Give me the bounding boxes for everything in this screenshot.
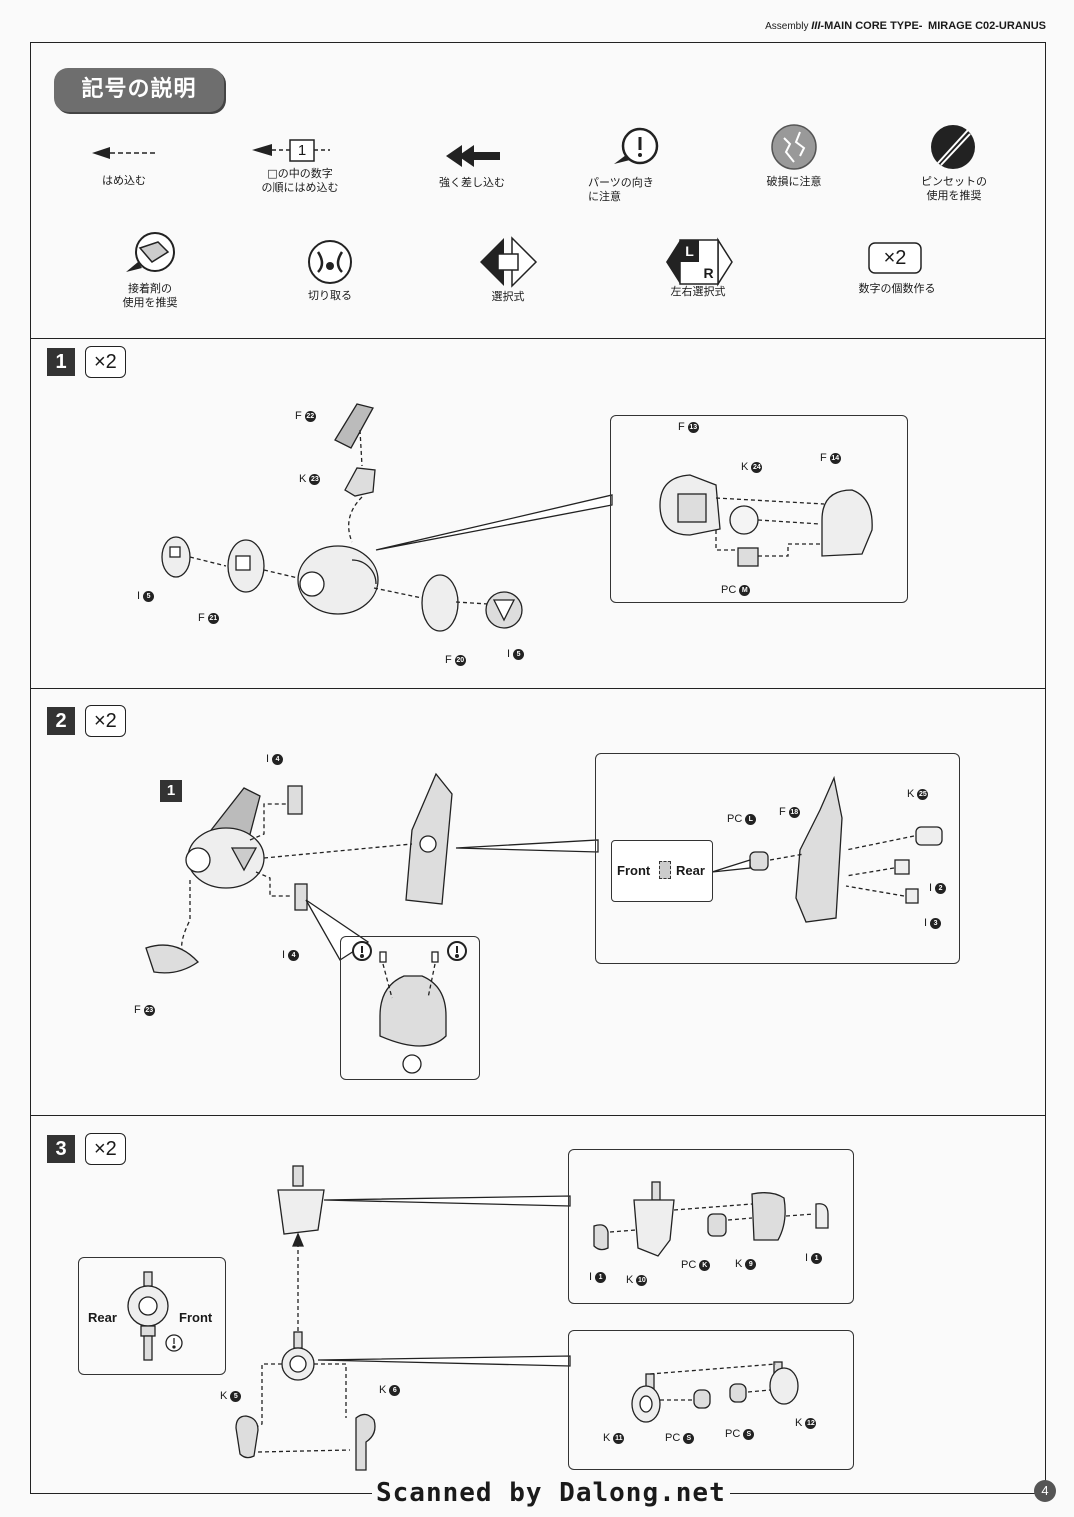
step-multiplier: ×2 <box>85 705 126 737</box>
orientation-part-icon <box>659 861 671 879</box>
page-header: Assembly III-MAIN CORE TYPE- MIRAGE C02-… <box>0 20 1046 32</box>
step2-detail-inset <box>595 753 960 964</box>
rear-front-inset <box>78 1257 226 1375</box>
section-divider <box>30 1115 1046 1116</box>
front-label: Front <box>617 863 651 878</box>
multiply-icon-text: ×2 <box>883 247 907 269</box>
front-label: Front <box>179 1310 213 1325</box>
legend-label-numbered: □の中の数字 の順にはめ込む <box>261 167 339 194</box>
front-rear-box: Front Rear <box>611 840 713 902</box>
legend-label-orientation: パーツの向き に注意 <box>588 176 654 203</box>
step1-detail-inset <box>610 415 908 603</box>
legend-label-breakage: 破損に注意 <box>766 175 822 188</box>
step-number: 2 <box>47 707 75 735</box>
step-multiplier: ×2 <box>85 346 126 378</box>
legend-label-insert: はめ込む <box>102 174 146 187</box>
legend-label-multiply: 数字の個数作る <box>858 282 936 295</box>
series-mark: III <box>811 20 821 32</box>
section-divider <box>30 688 1046 689</box>
step-number: 1 <box>47 348 75 376</box>
step2-warning-inset <box>340 936 480 1080</box>
legend-title: 記号の説明 <box>54 68 224 112</box>
step3-detail-inset-2 <box>568 1330 854 1470</box>
left-icon-letter: L <box>685 243 694 259</box>
rear-label: Rear <box>88 1310 117 1325</box>
step3-detail-inset-1 <box>568 1149 854 1304</box>
rear-label: Rear <box>676 863 705 878</box>
legend-label-push: 強く差し込む <box>439 176 505 189</box>
legend-label-left-right: 左右選択式 <box>670 285 726 298</box>
header-prefix: Assembly <box>765 21 809 32</box>
section-divider <box>30 338 1046 339</box>
legend-label-select: 選択式 <box>491 290 525 303</box>
step-number: 3 <box>47 1135 75 1163</box>
step-multiplier: ×2 <box>85 1133 126 1165</box>
legend-label-cut: 切り取る <box>308 289 352 302</box>
header-model: MIRAGE C02-URANUS <box>928 20 1046 32</box>
right-icon-letter: R <box>703 265 714 281</box>
page-number: 4 <box>1034 1480 1056 1502</box>
legend-number-box: 1 <box>297 142 307 159</box>
reference-step-badge: 1 <box>160 780 182 802</box>
legend-label-tweezers: ピンセットの 使用を推奨 <box>921 175 987 202</box>
header-core-type: -MAIN CORE TYPE- <box>820 20 923 32</box>
scan-watermark: Scanned by Dalong.net <box>372 1478 730 1508</box>
legend-label-glue: 接着剤の 使用を推奨 <box>122 282 178 309</box>
